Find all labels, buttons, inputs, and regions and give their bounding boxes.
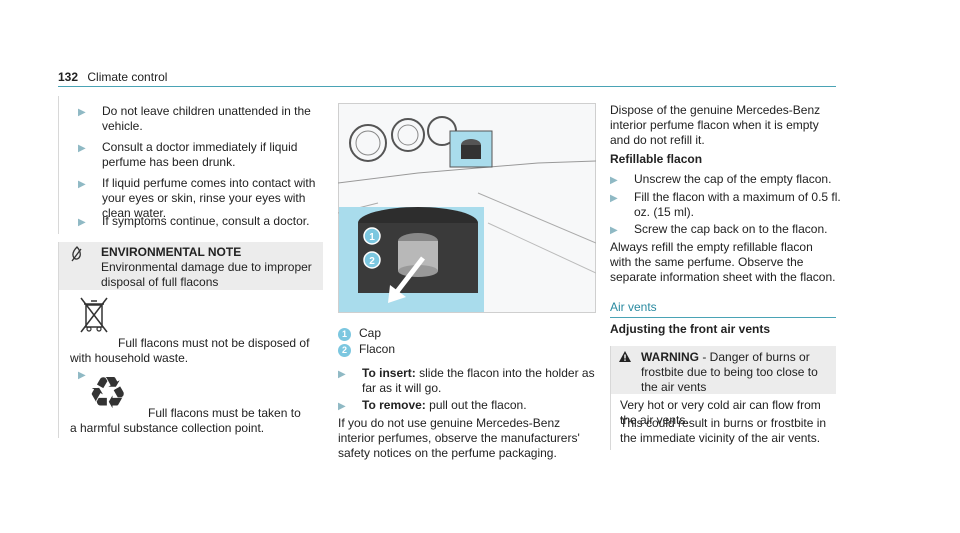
header-rule: [58, 86, 836, 87]
warning-title: WARNING: [641, 350, 699, 364]
list-item: ▶ If symptoms continue, consult a doctor…: [78, 214, 310, 228]
page-header: 132 Climate control: [58, 70, 167, 84]
recycle-icon: ♻: [88, 369, 128, 418]
list-item: ▶ To remove: pull out the flacon.: [338, 398, 527, 412]
paragraph: Always refill the empty refillable flaco…: [610, 240, 836, 284]
section-title: Climate control: [87, 70, 168, 84]
perfume-illustration: 1 2: [337, 103, 597, 313]
section-rule: [610, 317, 836, 318]
disposal-text: Full flacons must not be disposed of wit…: [70, 336, 310, 365]
paragraph: Dispose of the genuine Mercedes-Benz int…: [610, 103, 821, 147]
list-item: ▶ Fill the flacon with a maximum of 0.5 …: [610, 190, 841, 219]
arrow-bullet-icon: ▶: [78, 143, 86, 154]
page-number: 132: [58, 70, 79, 84]
env-note-header: [59, 242, 323, 290]
arrow-bullet-icon: ▶: [338, 369, 346, 380]
arrow-bullet-icon: ▶: [78, 107, 86, 118]
warning-paragraph: This could result in burns or frostbite …: [620, 416, 827, 445]
list-item: ▶ Unscrew the cap of the empty flacon.: [610, 172, 832, 186]
list-item: ▶ Do not leave children unattended in th…: [78, 104, 311, 133]
environmental-note-box: [58, 242, 324, 438]
list-item: ▶ To insert: slide the flacon into the h…: [338, 366, 595, 395]
arrow-bullet-icon: ▶: [610, 225, 618, 236]
air-vents-heading: Air vents: [610, 300, 657, 314]
arrow-bullet-icon: ▶: [78, 217, 86, 228]
env-note-title: ENVIRONMENTAL NOTE: [101, 245, 242, 259]
callout-badge: 2: [338, 344, 351, 357]
svg-text:2: 2: [369, 256, 375, 267]
arrow-bullet-icon: ▶: [338, 401, 346, 412]
warning-text: WARNING - Danger of burns or frostbite d…: [641, 350, 818, 394]
paragraph: If you do not use genuine Mercedes-Benz …: [338, 416, 580, 460]
warning-triangle-icon: [618, 350, 632, 368]
subsection-heading: Adjusting the front air vents: [610, 322, 771, 336]
crossed-bin-icon: [78, 295, 110, 340]
leaf-icon: [70, 246, 84, 267]
list-item: ▶ Consult a doctor immediately if liquid…: [78, 140, 298, 169]
section-heading: Refillable flacon: [610, 152, 703, 166]
warning-paragraph: Very hot or very cold air can flow from …: [620, 398, 821, 427]
env-note-text: ENVIRONMENTAL NOTE Environmental damage …: [101, 245, 312, 289]
warning-header: [611, 346, 836, 394]
arrow-bullet-icon: ▶: [610, 175, 618, 186]
list-item: ▶ Screw the cap back on to the flacon.: [610, 222, 828, 236]
arrow-bullet-icon: ▶: [78, 179, 86, 190]
svg-text:1: 1: [369, 232, 375, 243]
arrow-bullet-icon: ▶: [610, 193, 618, 204]
callout-badge: 1: [338, 328, 351, 341]
warning-continuation-box: [58, 96, 324, 234]
arrow-bullet-icon: ▶: [78, 370, 86, 381]
list-item: ▶ If liquid perfume comes into contact w…: [78, 176, 316, 220]
recycle-text: Full flacons must be taken to a harmful …: [70, 406, 301, 435]
warning-box: [610, 346, 837, 450]
